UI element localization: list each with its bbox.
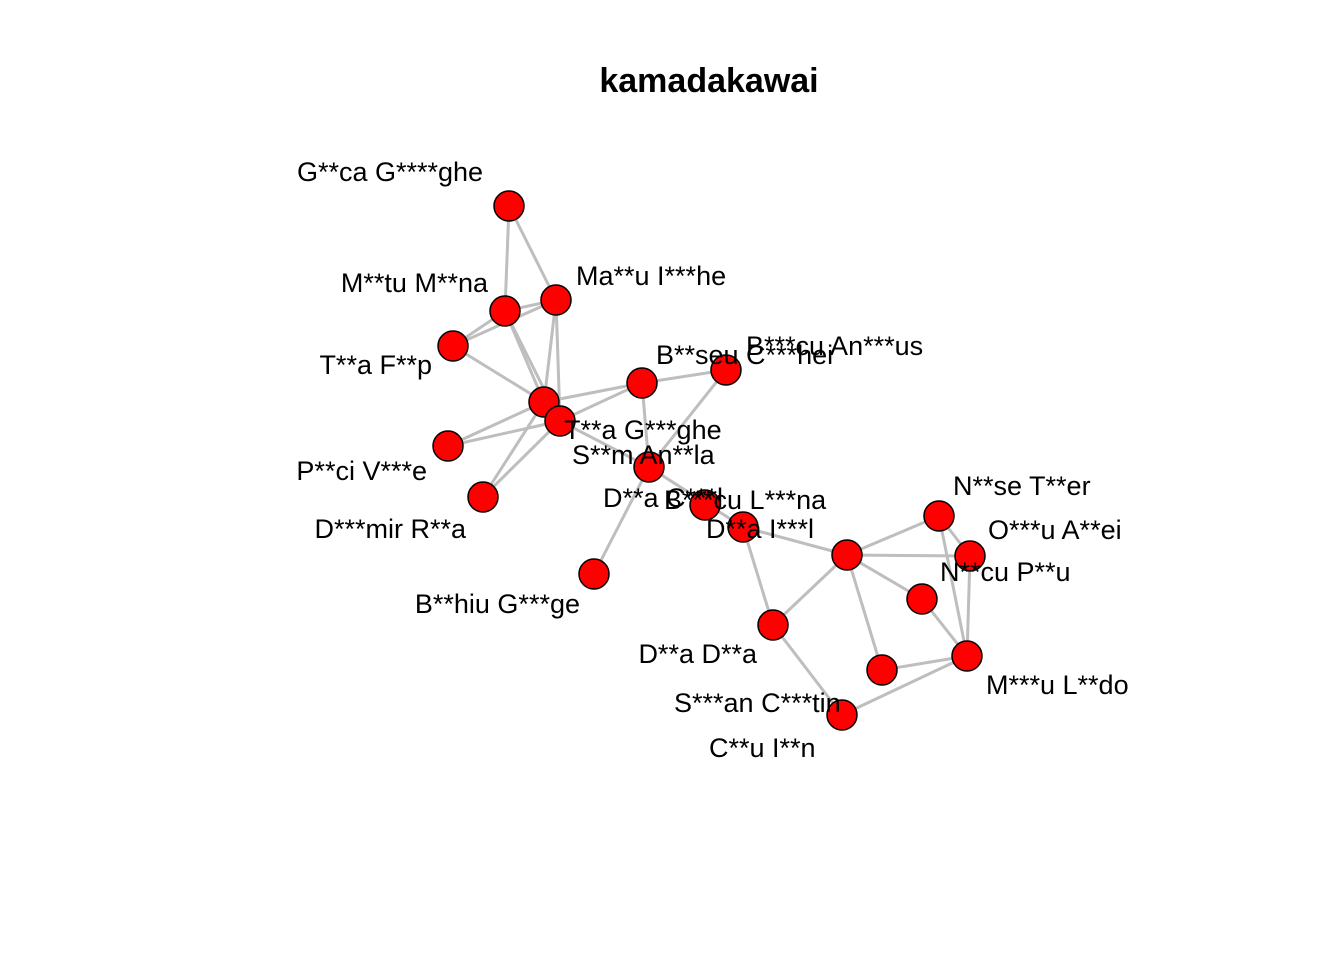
node-label-c-u-i-n: C**u I**n (709, 733, 816, 763)
edge-b-cu-l-na-to-o-u-a-ei (846, 553, 971, 558)
node-b-cu-an-us (710, 354, 742, 386)
node-label-ma-u-i-he: Ma**u I***he (576, 261, 726, 291)
node-label-b-cu-an-us: B***cu An***us (746, 331, 923, 361)
node-s-m-an-la (633, 451, 665, 483)
node-label-b-hiu-g-ge: B**hiu G***ge (415, 589, 580, 619)
edge-b-cu-an-us-to-s-m-an-la (647, 369, 728, 468)
node-b-seu-c-hei (626, 367, 658, 399)
node-label-g-ca-g-ghe: G**ca G****ghe (297, 157, 483, 187)
node-label-d-a-c-l: D**a C***l (603, 483, 723, 513)
node-label-d-a-d-a: D**a D**a (638, 639, 758, 669)
node-d-mir-r-a (467, 481, 499, 513)
edge-t-a-g-ghe-to-p-ci-v-e (447, 419, 561, 448)
node-label-o-u-a-ei: O***u A**ei (988, 515, 1122, 545)
node-d-a-c-l (689, 489, 721, 521)
node-g-ca-g-ghe (493, 190, 525, 222)
node-label-n-cu-p-u: N**cu P**u (940, 557, 1071, 587)
node-ma-u-i-he (540, 284, 572, 316)
edge-t-a-g-ghe-to-d-mir-r-a (481, 419, 562, 499)
node-c-u-i-n (826, 699, 858, 731)
node-d-a-i-l (727, 511, 759, 543)
edge-hub-to-p-ci-v-e (447, 400, 545, 448)
node-n-cu-p-u (906, 583, 938, 615)
node-t-a-g-ghe (544, 405, 576, 437)
edge-t-a-g-ghe-to-s-m-an-la (559, 419, 650, 469)
edge-ma-u-i-he-to-hub (542, 299, 558, 403)
node-t-a-f-p (437, 330, 469, 362)
edge-b-cu-l-na-to-s-an-c-tin (845, 554, 884, 671)
graph-title: kamadakawai (599, 62, 818, 100)
node-label-p-ci-v-e: P**ci V***e (296, 456, 427, 486)
node-label-d-mir-r-a: D***mir R**a (314, 514, 467, 544)
node-label-b-seu-c-hei: B**seu C***hei (656, 340, 833, 370)
edge-layer (447, 205, 972, 717)
node-m-u-l-do (951, 640, 983, 672)
edge-b-cu-l-na-to-n-se-t-er (846, 514, 940, 557)
edge-hub-to-b-seu-c-hei (543, 381, 643, 404)
node-o-u-a-ei (954, 540, 986, 572)
edge-t-a-f-p-to-hub (452, 344, 545, 404)
node-p-ci-v-e (432, 430, 464, 462)
node-b-hiu-g-ge (578, 558, 610, 590)
edge-d-a-i-l-to-d-a-d-a (741, 526, 775, 626)
node-label-t-a-g-ghe: T**a G***ghe (564, 415, 722, 445)
node-label-b-cu-l-na: B***cu L***na (664, 485, 827, 515)
edge-g-ca-g-ghe-to-m-tu-m-na (503, 205, 511, 312)
node-label-n-se-t-er: N**se T**er (953, 471, 1091, 501)
edge-hub-to-d-mir-r-a (481, 401, 546, 498)
edge-d-a-i-l-to-b-cu-l-na (742, 525, 848, 557)
node-label-d-a-i-l: D**a I***l (706, 514, 814, 544)
node-d-a-d-a (757, 609, 789, 641)
node-label-s-m-an-la: S**m An**la (572, 440, 716, 470)
node-label-m-u-l-do: M***u L**do (986, 670, 1129, 700)
edge-o-u-a-ei-to-m-u-l-do (965, 555, 972, 657)
node-label-m-tu-m-na: M**tu M**na (341, 268, 489, 298)
edge-s-m-an-la-to-b-hiu-g-ge (592, 466, 651, 575)
edge-c-u-i-n-to-m-u-l-do (841, 654, 968, 717)
node-layer (432, 190, 986, 731)
node-m-tu-m-na (489, 295, 521, 327)
node-label-s-an-c-tin: S***an C***tin (674, 688, 841, 718)
edge-b-cu-l-na-to-d-a-d-a (771, 553, 849, 627)
node-s-an-c-tin (866, 654, 898, 686)
edge-g-ca-g-ghe-to-ma-u-i-he (507, 205, 558, 301)
node-n-se-t-er (923, 500, 955, 532)
node-b-cu-l-na (831, 539, 863, 571)
node-label-t-a-f-p: T**a F**p (319, 350, 432, 380)
edge-n-se-t-er-to-m-u-l-do (937, 515, 969, 657)
edge-d-a-d-a-to-c-u-i-n (771, 624, 844, 716)
